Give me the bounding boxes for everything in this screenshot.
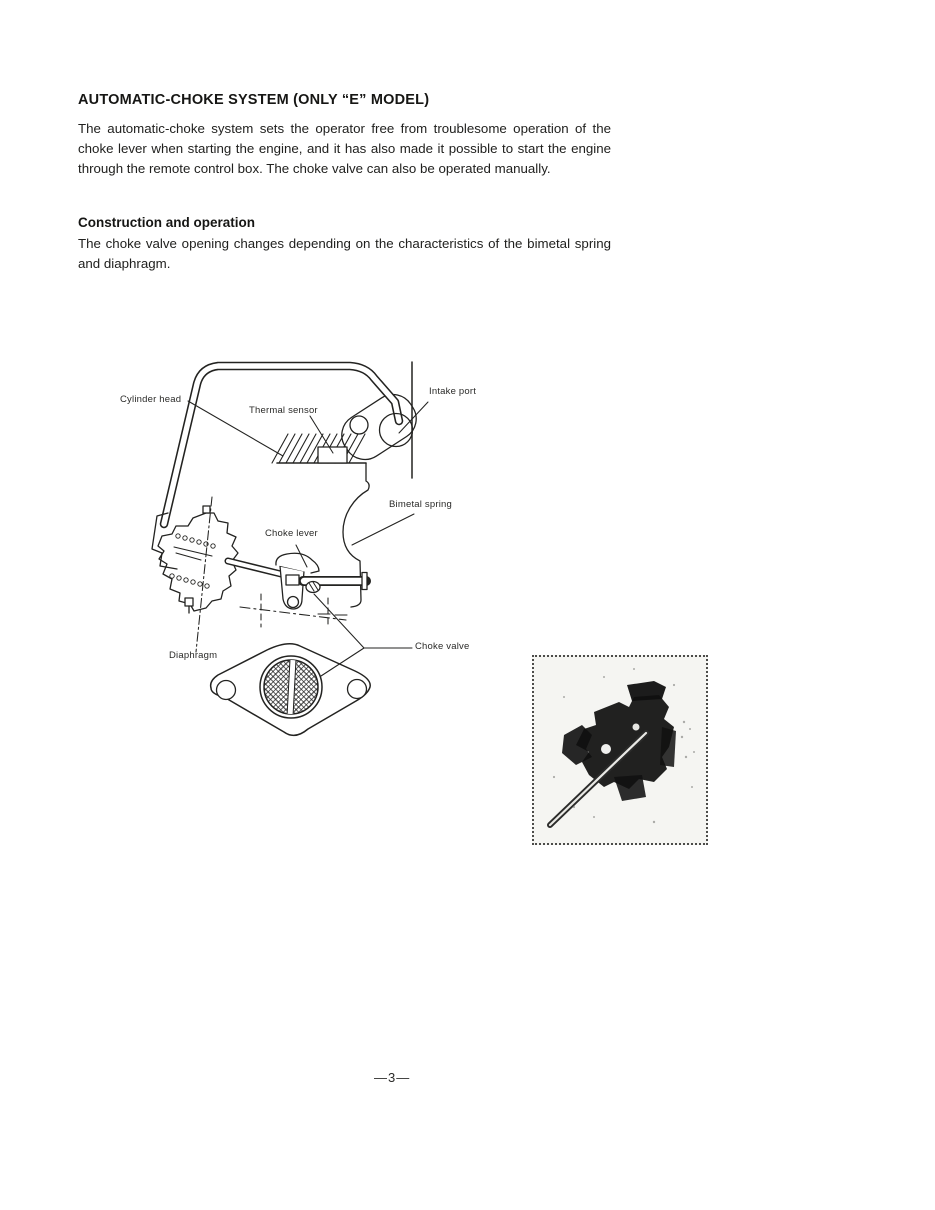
diaphragm-rivets-top xyxy=(175,533,216,549)
label-thermal-sensor: Thermal sensor xyxy=(249,405,318,416)
diaphragm-top-stud xyxy=(202,505,211,514)
lever-screw-hatch xyxy=(308,581,319,592)
axis-dashes xyxy=(317,613,348,616)
leader-choke-valve-lower xyxy=(320,647,365,677)
diaphragm-body xyxy=(157,512,239,612)
intro-paragraph: The automatic-choke system sets the oper… xyxy=(78,121,611,176)
photo-blob-left xyxy=(562,725,592,765)
page-title: AUTOMATIC-CHOKE SYSTEM (ONLY “E” MODEL) xyxy=(78,92,430,108)
diaphragm-rivets-bottom xyxy=(169,573,210,589)
carburetor-photo xyxy=(532,655,708,845)
label-diaphragm: Diaphragm xyxy=(169,650,218,661)
page-number: —3— xyxy=(374,1070,411,1085)
shaft-end-cap xyxy=(361,571,368,591)
diaphragm-bottom-stud xyxy=(184,597,194,607)
section-heading: Construction and operation xyxy=(78,215,255,230)
flange-hole-left xyxy=(215,679,237,701)
flange-hole-right xyxy=(346,678,368,700)
lever-pivot xyxy=(286,595,300,609)
photo-blob-right xyxy=(660,727,676,767)
choke-lever-fan xyxy=(275,552,320,574)
diaphragm-axis-line xyxy=(195,496,213,653)
leader-choke-lever xyxy=(295,544,308,568)
photo-grain-dots xyxy=(552,668,695,824)
label-cylinder-head: Cylinder head xyxy=(120,394,182,405)
photo-highlight-2 xyxy=(632,723,640,731)
link-rod-core xyxy=(226,559,283,576)
flange-bolt-hole xyxy=(349,415,369,435)
photo-highlight-1 xyxy=(601,744,611,754)
sensor-tube-core xyxy=(161,363,402,527)
leader-thermal-sensor xyxy=(309,415,334,454)
carburetor-body-edge xyxy=(342,462,370,608)
leader-lines xyxy=(187,400,429,677)
lever-screw xyxy=(305,580,321,594)
leader-choke-valve-upper xyxy=(313,593,413,649)
label-choke-lever: Choke lever xyxy=(265,528,318,539)
lever-notch xyxy=(285,574,300,586)
photo-blob-bottom xyxy=(614,775,646,801)
choke-system-diagram xyxy=(151,361,429,737)
carburetor-photo-art xyxy=(547,668,695,828)
diaphragm-bracket xyxy=(151,512,178,570)
label-choke-valve: Choke valve xyxy=(415,641,470,652)
photo-blob-top xyxy=(627,681,666,701)
choke-valve-hatching xyxy=(264,660,318,714)
section-paragraph: The choke valve opening changes dependin… xyxy=(78,236,611,271)
thermal-sensor-box xyxy=(317,446,348,464)
photo-rod-core xyxy=(548,731,648,827)
choke-valve-shaft-bar xyxy=(286,660,297,714)
label-bimetal-spring: Bimetal spring xyxy=(389,499,452,510)
leader-bimetal-spring xyxy=(351,513,415,546)
leader-intake-port xyxy=(398,401,429,434)
photo-blob-main xyxy=(576,695,674,789)
leader-cylinder-head xyxy=(187,400,284,457)
label-intake-port: Intake port xyxy=(429,386,477,397)
